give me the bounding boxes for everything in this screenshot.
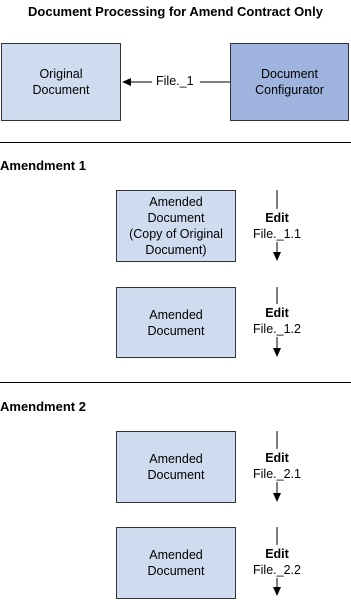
file-name-2-1: File._2.1 <box>253 467 301 481</box>
configurator-line-2: Configurator <box>255 83 324 97</box>
box-1-1-line-2: Document <box>147 211 205 225</box>
box-1-1-line-1: Amended <box>149 195 203 209</box>
amended-document-box-1-1: Amended Document (Copy of Original Docum… <box>116 190 236 262</box>
edit-label-1-1: Edit File._1.1 <box>247 210 307 242</box>
edit-word-1-2: Edit <box>265 306 289 320</box>
edit-word-2-1: Edit <box>265 451 289 465</box>
box-2-2-line-2: Document <box>147 564 205 578</box>
edit-word-2-2: Edit <box>265 547 289 561</box>
edit-label-1-2: Edit File._1.2 <box>247 305 307 337</box>
amended-document-box-2-2: Amended Document <box>116 527 236 599</box>
box-1-2-line-1: Amended <box>149 307 203 322</box>
file-name-1-2: File._1.2 <box>253 322 301 336</box>
divider-2 <box>0 382 351 383</box>
box-2-1-line-1: Amended <box>149 452 203 466</box>
original-document-line-2: Document <box>32 83 90 97</box>
original-document-line-1: Original <box>39 67 83 81</box>
box-2-2-line-1: Amended <box>149 548 203 562</box>
file-name-2-2: File._2.2 <box>253 563 301 577</box>
amended-document-box-2-1: Amended Document <box>116 431 236 503</box>
document-configurator-box: Document Configurator <box>230 43 349 121</box>
divider-1 <box>0 142 351 143</box>
box-1-2-line-2: Document <box>147 323 205 338</box>
file-name-1-1: File._1.1 <box>253 227 301 241</box>
edit-label-2-2: Edit File._2.2 <box>247 546 307 578</box>
configurator-line-1: Document <box>261 67 318 81</box>
amended-document-box-1-2: Amended Document <box>116 287 236 358</box>
section-heading-amendment-2: Amendment 2 <box>0 399 86 414</box>
edit-label-2-1: Edit File._2.1 <box>247 450 307 482</box>
edit-word-1-1: Edit <box>265 211 289 225</box>
box-1-1-line-4: Document) <box>145 243 207 257</box>
edit-arrow-1-2 <box>273 287 281 357</box>
original-document-box: Original Document <box>1 43 121 121</box>
section-heading-amendment-1: Amendment 1 <box>0 158 86 173</box>
arrow-head-left <box>122 78 131 86</box>
edit-arrow-2-2 <box>273 527 281 596</box>
diagram-title: Document Processing for Amend Contract O… <box>28 4 323 19</box>
edit-arrow-2-1 <box>273 431 281 502</box>
box-1-1-line-3: (Copy of Original <box>129 227 223 241</box>
arrow-label-file-1: File._1 <box>154 74 196 88</box>
edit-arrow-1-1 <box>273 190 281 261</box>
box-2-1-line-2: Document <box>147 468 205 482</box>
